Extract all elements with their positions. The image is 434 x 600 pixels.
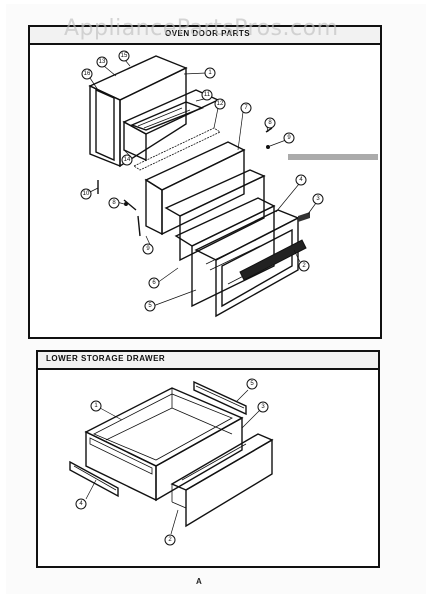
svg-text:2: 2 (302, 263, 306, 269)
exploded-diagram: 1 2 3 4 5 6 7 8 9 10 11 12 13 14 15 16 9… (69, 50, 378, 546)
svg-text:9: 9 (287, 135, 291, 141)
svg-text:15: 15 (121, 53, 128, 59)
drawer-box (84, 387, 244, 502)
storage-drawer-title-bar: LOWER STORAGE DRAWER (38, 352, 378, 370)
svg-text:6: 6 (152, 280, 156, 286)
callout-door-4: 4 (295, 174, 307, 186)
svg-text:5: 5 (250, 381, 254, 387)
door-insulation-panels (144, 141, 266, 262)
door-small-parts (97, 127, 310, 237)
drawer-callouts: 1 2 3 4 5 (75, 378, 269, 546)
drawer-leaders (85, 389, 261, 535)
svg-text:3: 3 (261, 404, 265, 410)
svg-text:10: 10 (83, 191, 90, 197)
callout-drawer-4: 4 (75, 498, 87, 510)
callout-door-7: 7 (240, 102, 252, 114)
callout-door-1: 1 (204, 67, 216, 79)
callout-drawer-1: 1 (90, 400, 102, 412)
callout-door-13: 13 (96, 56, 108, 68)
svg-text:16: 16 (84, 71, 91, 77)
storage-drawer-title: LOWER STORAGE DRAWER (46, 354, 166, 363)
callout-drawer-5: 5 (246, 378, 258, 390)
callout-door-8b: 8 (108, 197, 120, 209)
oven-door-title: OVEN DOOR PARTS (165, 29, 251, 38)
svg-text:13: 13 (99, 59, 106, 65)
svg-text:8: 8 (268, 120, 272, 126)
svg-text:7: 7 (244, 105, 248, 111)
svg-text:5: 5 (148, 303, 152, 309)
watermark: AppliancePartsPros.com (64, 16, 339, 41)
callout-door-3: 3 (312, 193, 324, 205)
callout-door-11: 11 (201, 89, 213, 101)
svg-text:9: 9 (146, 246, 150, 252)
storage-drawer-panel: LOWER STORAGE DRAWER (36, 350, 380, 568)
door-inner-liner (122, 89, 220, 162)
door-handle (239, 239, 307, 281)
door-glass-pane (174, 197, 276, 308)
callout-door-14: 14 (121, 154, 133, 166)
callout-drawer-2: 2 (164, 534, 176, 546)
svg-text:4: 4 (299, 177, 303, 183)
svg-text:1: 1 (208, 70, 212, 76)
callout-door-9: 9 (283, 132, 295, 144)
callout-door-12: 12 (214, 98, 226, 110)
door-outer-frame (88, 55, 188, 168)
oven-door-callouts: 1 2 3 4 5 6 7 8 9 10 11 12 13 14 15 16 9… (80, 50, 324, 312)
callout-door-5: 5 (144, 300, 156, 312)
callout-drawer-3: 3 (257, 401, 269, 413)
drawer-slide-rails (69, 380, 247, 498)
door-outer-panel (194, 209, 300, 318)
svg-text:1: 1 (94, 403, 98, 409)
svg-text:3: 3 (316, 196, 320, 202)
svg-text:12: 12 (217, 101, 224, 107)
callout-door-6: 6 (148, 277, 160, 289)
svg-text:8: 8 (112, 200, 116, 206)
svg-text:4: 4 (79, 501, 83, 507)
callout-door-8: 8 (264, 117, 276, 129)
callout-door-16: 16 (81, 68, 93, 80)
parts-sheet: OVEN DOOR PARTS LOWER STORAGE DRAWER App… (6, 4, 426, 594)
callout-door-2: 2 (298, 260, 310, 272)
svg-text:11: 11 (204, 92, 211, 98)
svg-text:14: 14 (124, 157, 131, 163)
callout-door-10: 10 (80, 188, 92, 200)
oven-door-title-bar: OVEN DOOR PARTS (30, 27, 380, 45)
footer-mark: A (196, 577, 202, 586)
svg-text:2: 2 (168, 537, 172, 543)
callout-door-9b: 9 (142, 243, 154, 255)
drawer-front-panel (170, 433, 274, 528)
callout-door-15: 15 (118, 50, 130, 62)
